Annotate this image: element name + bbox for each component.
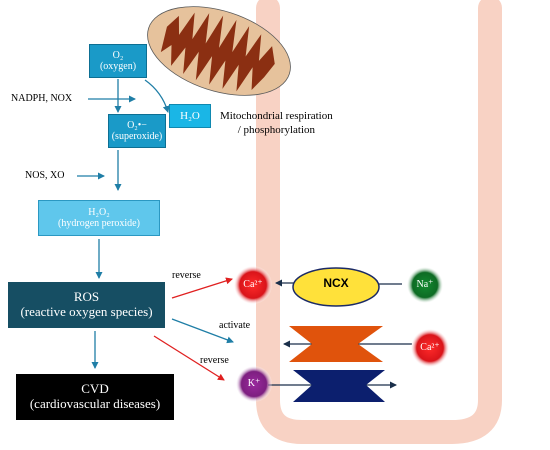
ros-subtitle: (reactive oxygen species) [20, 304, 153, 319]
sodium-ion [407, 267, 443, 303]
calcium-ion-right [411, 329, 449, 367]
water-formula: H₂O [180, 109, 200, 122]
sodium-ion-label: Na⁺ [416, 279, 434, 290]
superoxide-name: (superoxide) [111, 131, 163, 142]
oxygen-node: O₂ (oxygen) [89, 44, 147, 78]
ros-title: ROS [73, 289, 100, 305]
reverse-label-bottom: reverse [200, 355, 229, 366]
potassium-channel [293, 370, 385, 402]
cvd-title: CVD [81, 381, 109, 397]
oxygen-name: (oxygen) [99, 61, 137, 72]
potassium-ion [236, 366, 272, 402]
ncx-exchanger [292, 267, 380, 307]
cvd-node: CVD (cardiovascular diseases) [16, 374, 174, 420]
ros-node: ROS (reactive oxygen species) [8, 282, 165, 328]
h2o2-name: (hydrogen peroxide) [58, 218, 140, 229]
arrow-curve-to-water [144, 79, 170, 113]
mito-label-line1: Mitochondrial respiration [220, 110, 333, 122]
h2o2-formula: H₂O₂ [88, 206, 110, 218]
superoxide-formula: O₂•− [127, 119, 147, 131]
reverse-label-top: reverse [172, 270, 201, 281]
calcium-ion-left [234, 266, 272, 304]
arrow-ros-activate [171, 318, 234, 344]
nadph-nox-label: NADPH, NOX [11, 93, 73, 104]
arrow-reverse-k [153, 335, 225, 381]
cvd-subtitle: (cardiovascular diseases) [29, 396, 161, 411]
water-node: H₂O [169, 104, 211, 128]
calcium-ion-left-label: Ca²⁺ [243, 279, 263, 290]
superoxide-node: O₂•− (superoxide) [108, 114, 166, 148]
calcium-ion-right-label: Ca²⁺ [420, 342, 440, 353]
calcium-channel [289, 326, 383, 362]
activate-label: activate [219, 320, 251, 331]
mitochondria-label: Mitochondrial respiration / phosphorylat… [220, 109, 333, 138]
mito-label-line2: / phosphorylation [237, 124, 316, 137]
oxygen-formula: O₂ [112, 49, 124, 61]
potassium-ion-label: K⁺ [247, 378, 261, 389]
ncx-label: NCX [323, 276, 349, 290]
hydrogen-peroxide-node: H₂O₂ (hydrogen peroxide) [38, 200, 160, 236]
arrow-reverse-ca [171, 277, 233, 299]
nos-xo-label: NOS, XO [25, 170, 65, 181]
mitochondrion-icon [147, 6, 291, 96]
membrane-band [256, 0, 502, 444]
